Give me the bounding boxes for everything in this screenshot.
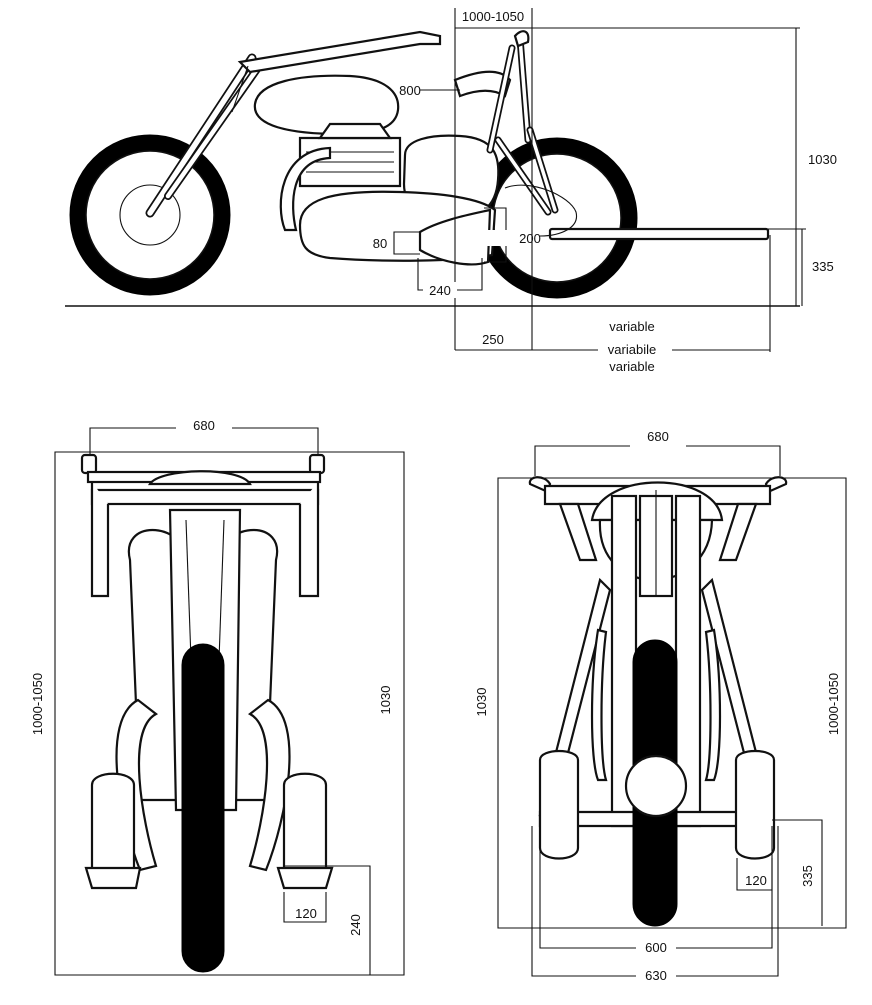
rear-height-label: 1030: [474, 688, 489, 717]
rear-track-inner-label: 600: [645, 940, 667, 955]
front-handlebar: [80, 453, 326, 598]
rear-track-outer-label: 630: [645, 968, 667, 983]
rear-view: 680 1030 1000-1050 120 335 600 630: [474, 429, 847, 983]
front-dimension-lines: [283, 865, 371, 975]
total-height-label: 1030: [808, 152, 837, 167]
front-exhaust: [84, 698, 334, 890]
variable-en-label: variable: [609, 319, 655, 334]
footrest-length-label: 240: [429, 283, 451, 298]
side-width-label: 1000-1050: [462, 9, 524, 24]
side-dimension-lines: [393, 8, 806, 352]
rear-outline: [497, 477, 847, 929]
front-height-label: 1030: [378, 686, 393, 715]
footrest-offset-label: 200: [519, 231, 541, 246]
front-handle-width-label: 680: [193, 418, 215, 433]
footrest-width-label: 80: [373, 236, 387, 251]
front-width-label: 1000-1050: [30, 673, 45, 735]
rear-width-label: 1000-1050: [826, 673, 841, 735]
front-fork: [145, 53, 266, 218]
variable-fr-label: variable: [609, 359, 655, 374]
seat-height-label: 800: [399, 83, 421, 98]
front-footrest-length-label: 240: [348, 914, 363, 936]
rear-footrest-height-label: 335: [800, 865, 815, 887]
side-view: 1000-1050 800 1030 80 200 335 240 250 va…: [65, 8, 837, 374]
handlebar: [231, 30, 442, 113]
fuel-tank: [253, 74, 400, 136]
front-view: 680 1000-1050 1030 120 240: [30, 418, 405, 976]
rear-handle-width-label: 680: [647, 429, 669, 444]
variable-it-label: variabile: [608, 342, 656, 357]
front-tire: [181, 643, 225, 973]
rear-frame: [453, 30, 559, 216]
front-footrest-width-label: 120: [295, 906, 317, 921]
footrest-height-label: 335: [812, 259, 834, 274]
axle-offset-label: 250: [482, 332, 504, 347]
rear-footrest-width-label: 120: [745, 873, 767, 888]
front-outline: [54, 451, 405, 976]
rear-mufflers: [538, 749, 776, 860]
chain-guard: [504, 184, 577, 237]
rear-wheel: [476, 137, 638, 299]
